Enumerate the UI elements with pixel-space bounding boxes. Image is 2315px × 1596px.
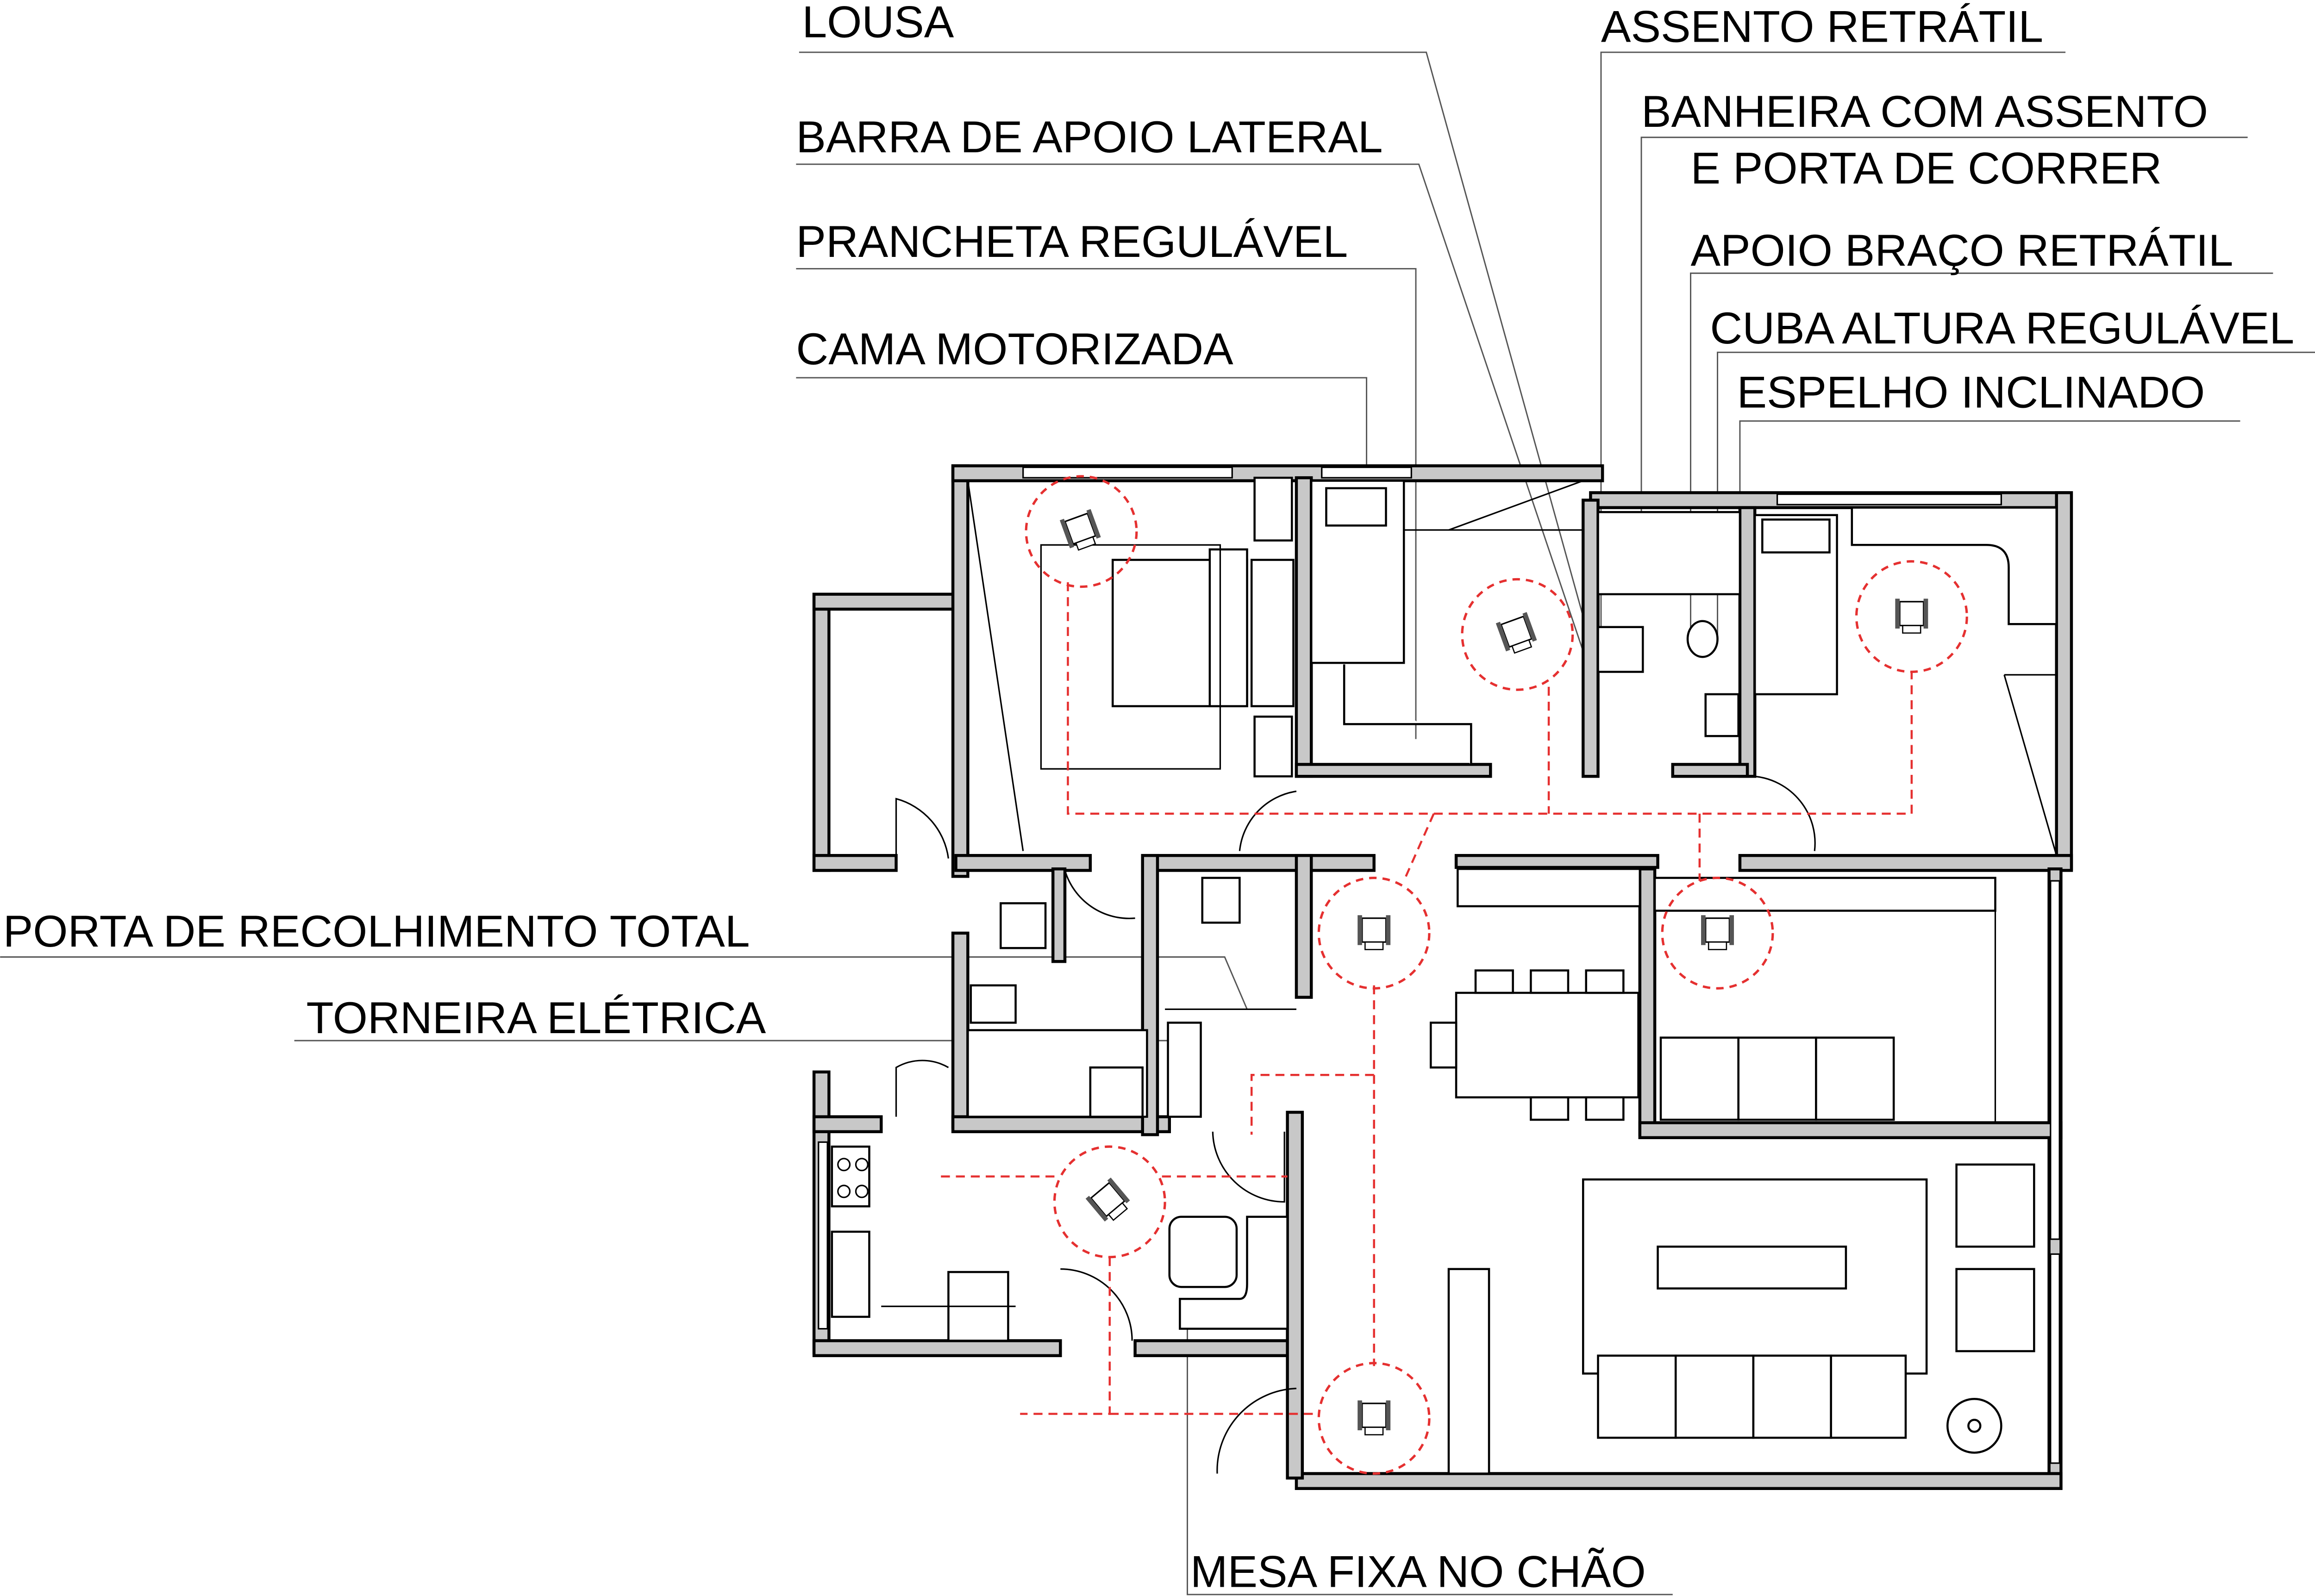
- turning-circle: [1025, 475, 1138, 588]
- label-assento: ASSENTO RETRÁTIL: [1601, 1, 2043, 51]
- label-apoio-braco: APOIO BRAÇO RETRÁTIL: [1690, 225, 2233, 275]
- label-barra-apoio: BARRA DE APOIO LATERAL: [796, 112, 1383, 162]
- wheelchair-icon: [1059, 509, 1101, 551]
- label-banheira-2: E PORTA DE CORRER: [1690, 143, 2162, 193]
- doors: [895, 775, 1816, 1474]
- furniture: [831, 476, 2058, 1475]
- wheelchair-icon: [1358, 1400, 1391, 1435]
- label-porta-recolhimento: PORTA DE RECOLHIMENTO TOTAL: [3, 906, 750, 956]
- label-prancheta: PRANCHETA REGULÁVEL: [796, 216, 1348, 267]
- label-cama: CAMA MOTORIZADA: [796, 324, 1233, 374]
- turning-circle: [1053, 1145, 1166, 1259]
- label-mesa-fixa: MESA FIXA NO CHÃO: [1190, 1546, 1646, 1596]
- accessible-route: [941, 582, 1913, 1415]
- leader-lines: [0, 51, 2315, 1596]
- dining-table: [1455, 991, 1639, 1098]
- wheelchair-icon: [1495, 612, 1537, 654]
- wheelchair-icon: [1358, 915, 1391, 950]
- turning-circle: [1855, 560, 1968, 673]
- wheelchair-icon: [1701, 915, 1734, 950]
- fixed-table: [1168, 1216, 1238, 1288]
- windows: [818, 466, 2060, 1464]
- label-banheira-1: BANHEIRA COM ASSENTO: [1641, 86, 2208, 137]
- turning-circle: [1661, 876, 1774, 990]
- wheelchair-icon: [1085, 1178, 1130, 1222]
- turning-circle: [1461, 578, 1574, 691]
- label-lousa: LOUSA: [802, 0, 954, 47]
- label-espelho: ESPELHO INCLINADO: [1737, 367, 2205, 418]
- label-torneira: TORNEIRA ELÉTRICA: [306, 992, 766, 1043]
- wheelchair-icon: [1895, 598, 1928, 634]
- turning-circles: [1025, 475, 1968, 1475]
- turning-circle: [1317, 876, 1431, 990]
- bathtub: [1597, 511, 1741, 595]
- turning-circle: [1317, 1362, 1431, 1475]
- label-cuba: CUBA ALTURA REGULÁVEL: [1710, 303, 2294, 353]
